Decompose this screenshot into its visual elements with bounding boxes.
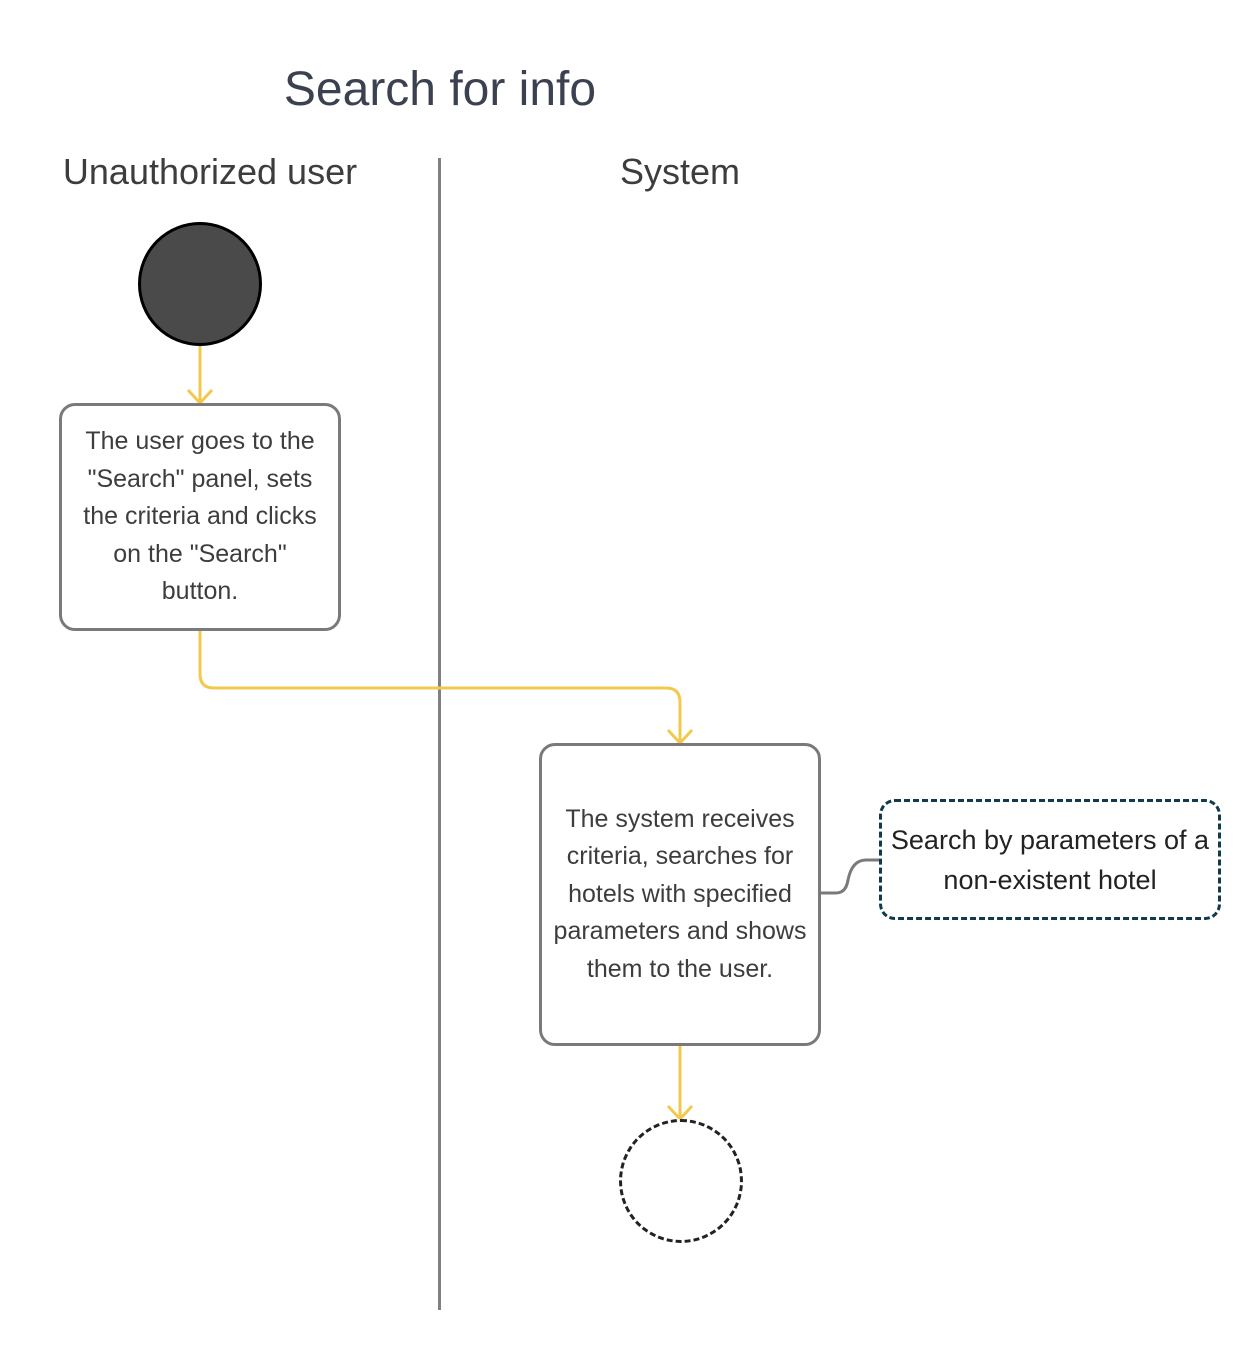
diagram-title: Search for info: [283, 63, 597, 116]
action-system-search: The system receives criteria, searches f…: [539, 743, 821, 1046]
lane-header-unauthorized-user: Unauthorized user: [62, 151, 358, 192]
note-connector: [821, 858, 879, 895]
start-node: [138, 222, 262, 346]
note-non-existent-hotel: Search by parameters of a non-existent h…: [879, 799, 1221, 920]
action-user-search: The user goes to the "Search" panel, set…: [59, 403, 341, 631]
flow-arrow-user-to-system-action: [198, 631, 682, 743]
end-node: [619, 1119, 743, 1243]
swimlane-divider: [438, 158, 441, 1310]
lane-header-system: System: [619, 151, 741, 192]
